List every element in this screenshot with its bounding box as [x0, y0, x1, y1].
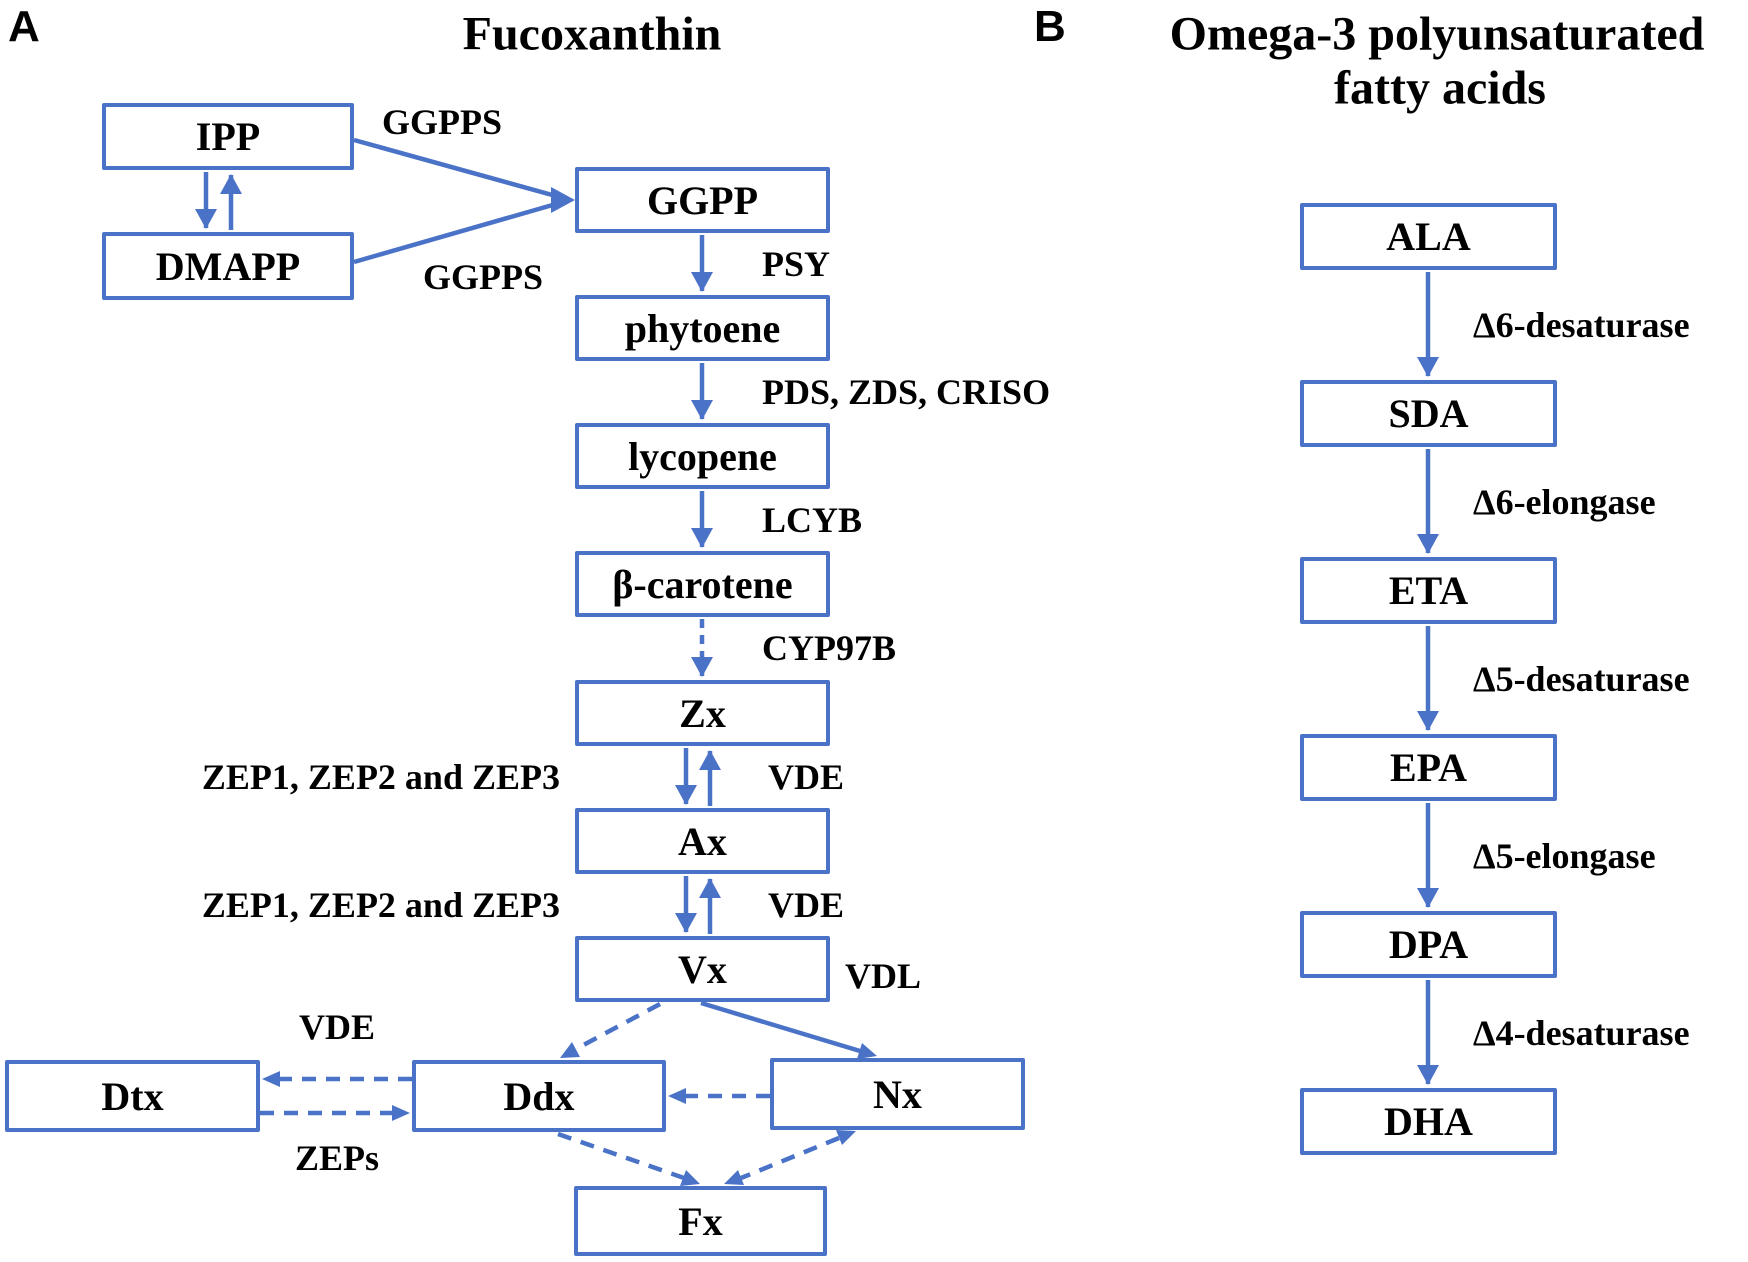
node-dha: DHA	[1300, 1088, 1557, 1155]
node-zx-label: Zx	[679, 690, 726, 736]
node-ggpp-label: GGPP	[646, 177, 759, 223]
node-dmapp: DMAPP	[102, 232, 354, 300]
node-dmapp-label: DMAPP	[155, 243, 301, 289]
node-eta: ETA	[1300, 557, 1557, 624]
enzyme-label-d4-desaturase: Δ4-desaturase	[1473, 1013, 1690, 1053]
node-dpa: DPA	[1300, 911, 1557, 978]
node-fx-label: Fx	[678, 1198, 723, 1244]
node-beta-carotene-label: β-carotene	[612, 561, 793, 607]
enzyme-label-vdl: VDL	[845, 956, 922, 996]
node-dtx: Dtx	[5, 1060, 260, 1132]
enzyme-label-d5-desaturase: Δ5-desaturase	[1473, 659, 1690, 699]
arrow-nx-ddx-dashed	[668, 1088, 770, 1104]
node-ala: ALA	[1300, 203, 1557, 270]
node-ddx-label: Ddx	[503, 1073, 575, 1119]
enzyme-label-zep-group-1: ZEP1, ZEP2 and ZEP3	[201, 757, 560, 797]
node-phytoene: phytoene	[575, 295, 830, 361]
enzyme-label-pds-zds-criso: PDS, ZDS, CRISO	[762, 372, 1051, 412]
enzyme-label-d6-elongase: Δ6-elongase	[1473, 482, 1656, 522]
node-sda-label: SDA	[1388, 391, 1469, 436]
arrow-vx-ddx-dashed	[560, 1002, 662, 1058]
node-ddx: Ddx	[412, 1060, 666, 1132]
node-zx: Zx	[575, 680, 830, 746]
node-epa-label: EPA	[1389, 745, 1468, 790]
arrow-dtx-ddx-dashed	[260, 1105, 410, 1121]
node-eta-label: ETA	[1388, 568, 1469, 613]
enzyme-label-ggpps-bottom: GGPPS	[422, 257, 544, 297]
enzyme-label-d5-elongase: Δ5-elongase	[1473, 836, 1656, 876]
panel-b-title-line2: fatty acids	[1334, 61, 1546, 115]
node-vx-label: Vx	[678, 946, 727, 992]
enzyme-label-vde-3: VDE	[298, 1007, 376, 1047]
node-dpa-label: DPA	[1388, 922, 1469, 967]
node-nx-label: Nx	[873, 1071, 922, 1117]
node-ipp-label: IPP	[195, 114, 261, 159]
enzyme-label-psy: PSY	[762, 244, 831, 284]
node-ala-label: ALA	[1386, 214, 1471, 259]
enzyme-label-d6-desaturase: Δ6-desaturase	[1473, 305, 1690, 345]
arrow-ipp-ggpp	[353, 137, 564, 201]
node-sda: SDA	[1300, 380, 1557, 447]
arrow-nx-fx-dashed	[724, 1130, 856, 1185]
node-nx: Nx	[770, 1058, 1025, 1130]
arrow-vx-nx	[700, 1000, 877, 1059]
panel-b-title-line1: Omega-3 polyunsaturated	[1169, 7, 1705, 61]
node-ax: Ax	[575, 808, 830, 874]
enzyme-label-lcyb: LCYB	[762, 500, 863, 540]
panel-a-title: Fucoxanthin	[462, 7, 722, 61]
panel-b-label: B	[1034, 2, 1066, 51]
node-vx: Vx	[575, 936, 830, 1002]
node-ipp: IPP	[102, 103, 354, 170]
node-dtx-label: Dtx	[101, 1073, 164, 1119]
node-phytoene-label: phytoene	[624, 305, 781, 351]
node-dha-label: DHA	[1384, 1099, 1473, 1144]
node-fx: Fx	[574, 1186, 827, 1256]
arrow-ddx-dtx-dashed	[262, 1071, 412, 1087]
enzyme-label-ggpps-top: GGPPS	[381, 102, 503, 142]
enzyme-label-vde-2: VDE	[768, 885, 845, 925]
node-lycopene: lycopene	[575, 423, 830, 489]
node-ggpp: GGPP	[575, 167, 830, 233]
enzyme-label-cyp97b: CYP97B	[762, 628, 896, 668]
node-lycopene-label: lycopene	[628, 433, 777, 479]
panel-a-label: A	[8, 2, 40, 51]
arrow-ddx-fx-dashed	[557, 1131, 700, 1186]
enzyme-label-vde-1: VDE	[768, 757, 845, 797]
node-epa: EPA	[1300, 734, 1557, 801]
enzyme-label-zep-group-2: ZEP1, ZEP2 and ZEP3	[201, 885, 560, 925]
node-beta-carotene: β-carotene	[575, 551, 830, 617]
enzyme-label-zeps: ZEPs	[294, 1138, 380, 1178]
node-ax-label: Ax	[678, 818, 727, 864]
arrow-dmapp-ggpp	[353, 187, 575, 265]
